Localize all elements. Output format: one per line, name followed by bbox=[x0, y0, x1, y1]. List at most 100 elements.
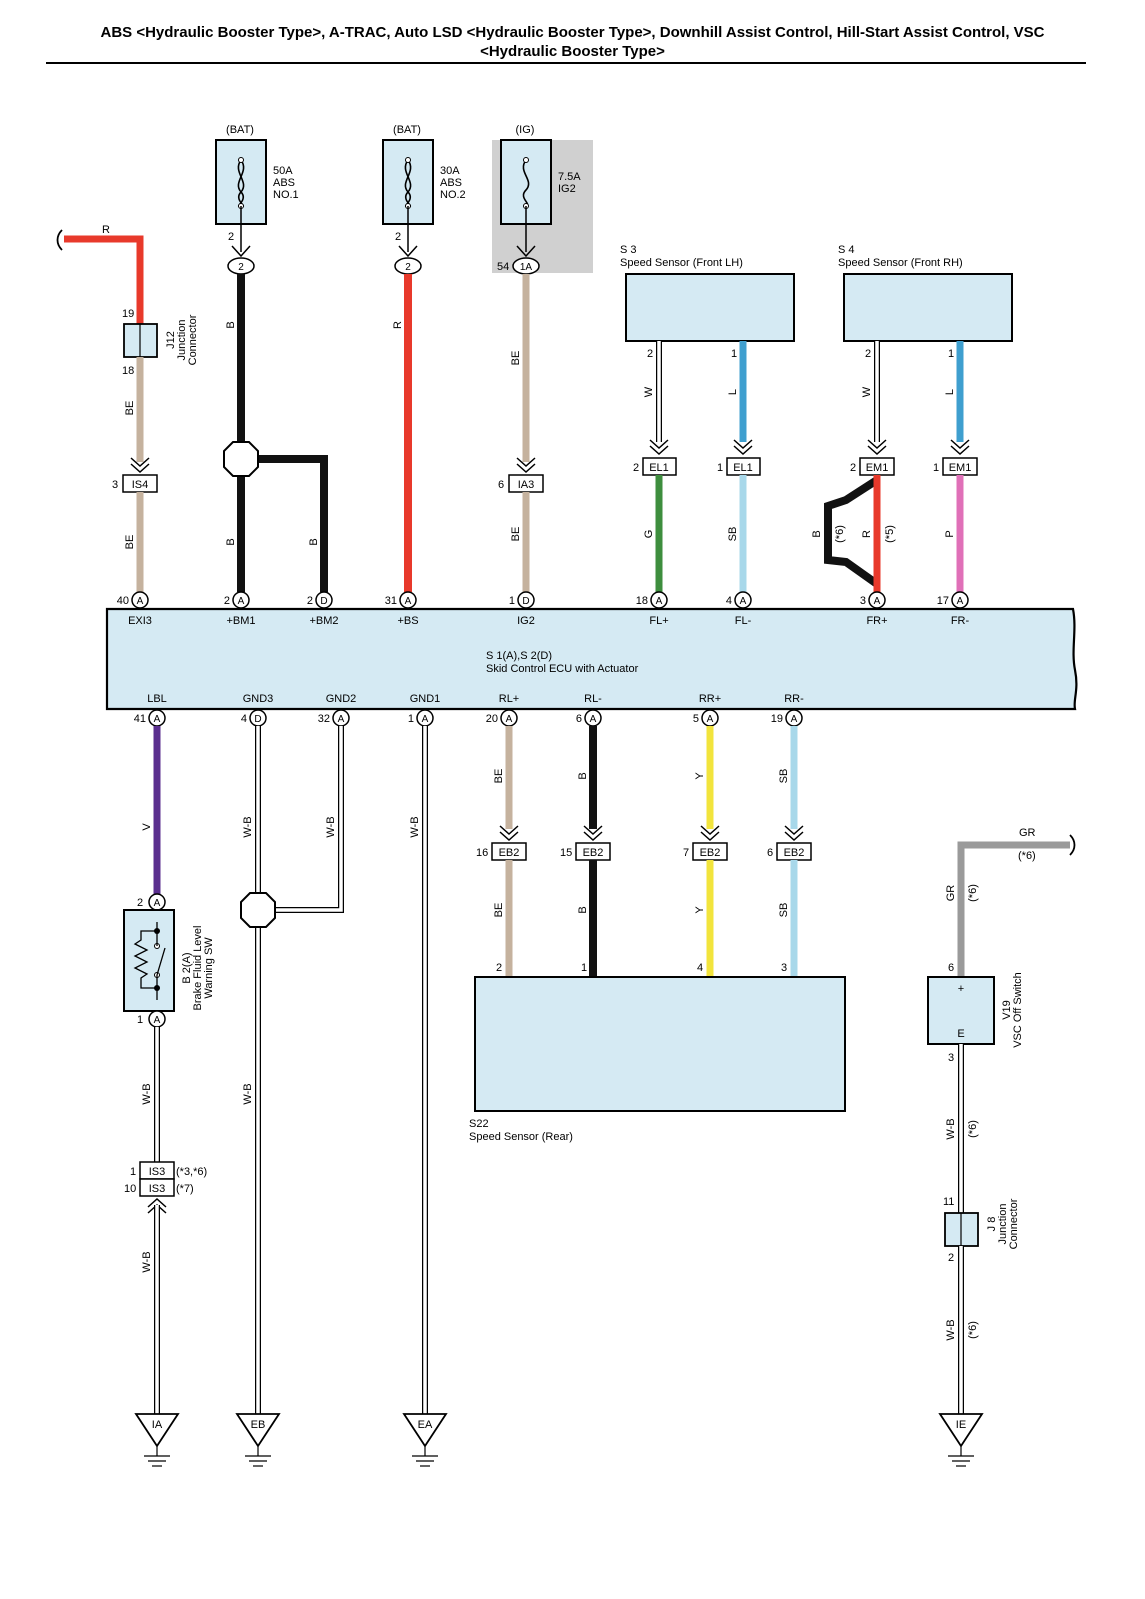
pin-label: 18 bbox=[122, 365, 134, 377]
ecu-pin-number: 2 bbox=[224, 595, 230, 607]
component-id: V19 bbox=[1001, 1000, 1013, 1020]
ecu-pin-connector: A bbox=[707, 714, 714, 725]
connector-is3-b: IS3 10 (*7) bbox=[124, 1178, 194, 1197]
pin-label: 19 bbox=[122, 308, 134, 320]
ecu-pin-number: 40 bbox=[117, 595, 129, 607]
component-id: B 2(A) bbox=[181, 952, 193, 983]
component-name-2: Warning SW bbox=[203, 937, 215, 999]
connector-arrow bbox=[649, 439, 669, 456]
connector-pin: 1 bbox=[933, 462, 939, 474]
fuse-name-2: NO.2 bbox=[440, 189, 466, 201]
connector-eb2-rl-minus: EB2 15 bbox=[560, 842, 611, 861]
pin-label: 1 bbox=[137, 1014, 143, 1026]
ecu-pin-connector: A bbox=[422, 714, 429, 725]
pin-label: 6 bbox=[948, 962, 954, 974]
connector-arrow bbox=[130, 457, 150, 474]
wire-b-fr-alt bbox=[824, 476, 880, 588]
wire-color-label: BE bbox=[124, 401, 136, 416]
wire-color-label: BE bbox=[493, 769, 505, 784]
ecu-pin-connector: D bbox=[522, 596, 529, 607]
diagram-title-line-2: <Hydraulic Booster Type> bbox=[480, 43, 665, 60]
wire-color-label: W bbox=[861, 386, 873, 397]
ecu-pin-label: RR- bbox=[784, 693, 804, 705]
wire-color-label: B bbox=[225, 538, 237, 545]
component-name: Speed Sensor (Front RH) bbox=[838, 257, 963, 269]
fuse-ig2: (IG) 7.5A IG2 bbox=[500, 124, 581, 252]
pin-label: 2 bbox=[496, 962, 502, 974]
ecu-pin-label: +BM2 bbox=[309, 615, 338, 627]
brake-fluid-level-warning-switch: A 2 A 1 B 2(A) Brake Fluid Level Warning… bbox=[123, 893, 215, 1028]
ground-ea: EA bbox=[402, 1413, 448, 1467]
ecu-pin-label: RL+ bbox=[499, 693, 520, 705]
splice-point bbox=[240, 892, 276, 928]
ecu-pin-number: 4 bbox=[726, 595, 732, 607]
ecu-pin-label: IG2 bbox=[517, 615, 535, 627]
speed-sensor-front-rh: S 4 Speed Sensor (Front RH) 2 1 bbox=[838, 244, 1013, 360]
wire-color-label: R bbox=[392, 321, 404, 329]
connector-arrow bbox=[700, 825, 720, 842]
wire-color-label: W-B bbox=[242, 816, 254, 837]
connector-name: IA3 bbox=[518, 479, 535, 491]
pin-label: 11 bbox=[943, 1196, 954, 1208]
junction-id: J 8 bbox=[986, 1217, 998, 1232]
pin-label: 1 bbox=[581, 962, 587, 974]
junction-name-2: Connector bbox=[1008, 1198, 1020, 1249]
ecu-pin-connector: A bbox=[506, 714, 513, 725]
ecu-pin-label: FR+ bbox=[866, 615, 887, 627]
ecu-pin-number: 3 bbox=[860, 595, 866, 607]
connector-name: EB2 bbox=[583, 847, 604, 859]
fuse-abs-no1: (BAT) 50A ABS NO.1 2 bbox=[215, 124, 299, 252]
wire-color-label: W-B bbox=[141, 1083, 153, 1104]
connector-eb2-rr-plus: EB2 7 bbox=[683, 842, 728, 861]
speed-sensor-rear: 2 1 4 3 S22 Speed Sensor (Rear) bbox=[469, 962, 846, 1143]
wire-color-label: B bbox=[225, 321, 237, 328]
wire-color-label: SB bbox=[778, 903, 790, 918]
title-underline bbox=[46, 62, 1086, 64]
ecu-pin-connector: A bbox=[656, 596, 663, 607]
ecu-pin-label: LBL bbox=[147, 693, 167, 705]
pin-label: 2 bbox=[865, 348, 871, 360]
wire-note: (*6) bbox=[1018, 850, 1036, 862]
ground-ia: IA bbox=[134, 1413, 180, 1467]
pin-conn: A bbox=[154, 898, 161, 909]
connector-pin: 1 bbox=[130, 1166, 136, 1178]
connector-name: EL1 bbox=[733, 462, 753, 474]
connector-arrow bbox=[583, 825, 603, 842]
wire-color-label: BE bbox=[124, 535, 136, 550]
ecu-pin-label: FL- bbox=[735, 615, 752, 627]
connector-name: EB2 bbox=[700, 847, 721, 859]
ecu-pin-number: 41 bbox=[134, 713, 146, 725]
connector-name: IS4 bbox=[132, 479, 149, 491]
ecu-pin-connector: A bbox=[405, 596, 412, 607]
connector-id: 1A bbox=[520, 262, 533, 273]
connector-arrow bbox=[950, 439, 970, 456]
wire-note: (*6) bbox=[967, 1120, 979, 1138]
connector-pin: 3 bbox=[112, 479, 118, 491]
wire-color-label: B bbox=[811, 530, 823, 537]
component-name-1: Brake Fluid Level bbox=[192, 926, 204, 1011]
junction-id: J12 bbox=[165, 331, 177, 349]
connector-ia3: IA3 6 bbox=[498, 474, 544, 493]
connector-em1-b: EM1 1 bbox=[933, 457, 978, 476]
wire-color-label: W-B bbox=[409, 816, 421, 837]
connector-arrow bbox=[867, 439, 887, 456]
wire-color-label: W-B bbox=[242, 1083, 254, 1104]
fuse-connector-ig2: 1A 54 bbox=[497, 245, 540, 275]
junction-name-1: Junction bbox=[176, 320, 188, 361]
connector-pin: 2 bbox=[850, 462, 856, 474]
ecu-pin-connector: A bbox=[137, 596, 144, 607]
connector-note: (*7) bbox=[176, 1183, 194, 1195]
wire-color-label: R bbox=[861, 530, 873, 538]
ecu-bottom-pins: A41LBLD4GND3A32GND2A1GND1A20RL+A6RL-A5RR… bbox=[134, 693, 804, 727]
wire-color-label: W-B bbox=[141, 1251, 153, 1272]
component-id: S 3 bbox=[620, 244, 637, 256]
ecu-pin-connector: D bbox=[254, 714, 261, 725]
terminal-label: E bbox=[957, 1028, 964, 1040]
component-name: VSC Off Switch bbox=[1012, 972, 1024, 1048]
ground-id: EA bbox=[418, 1419, 433, 1431]
connector-eb2-rl-plus: EB2 16 bbox=[476, 842, 527, 861]
ecu-pin-number: 18 bbox=[636, 595, 648, 607]
